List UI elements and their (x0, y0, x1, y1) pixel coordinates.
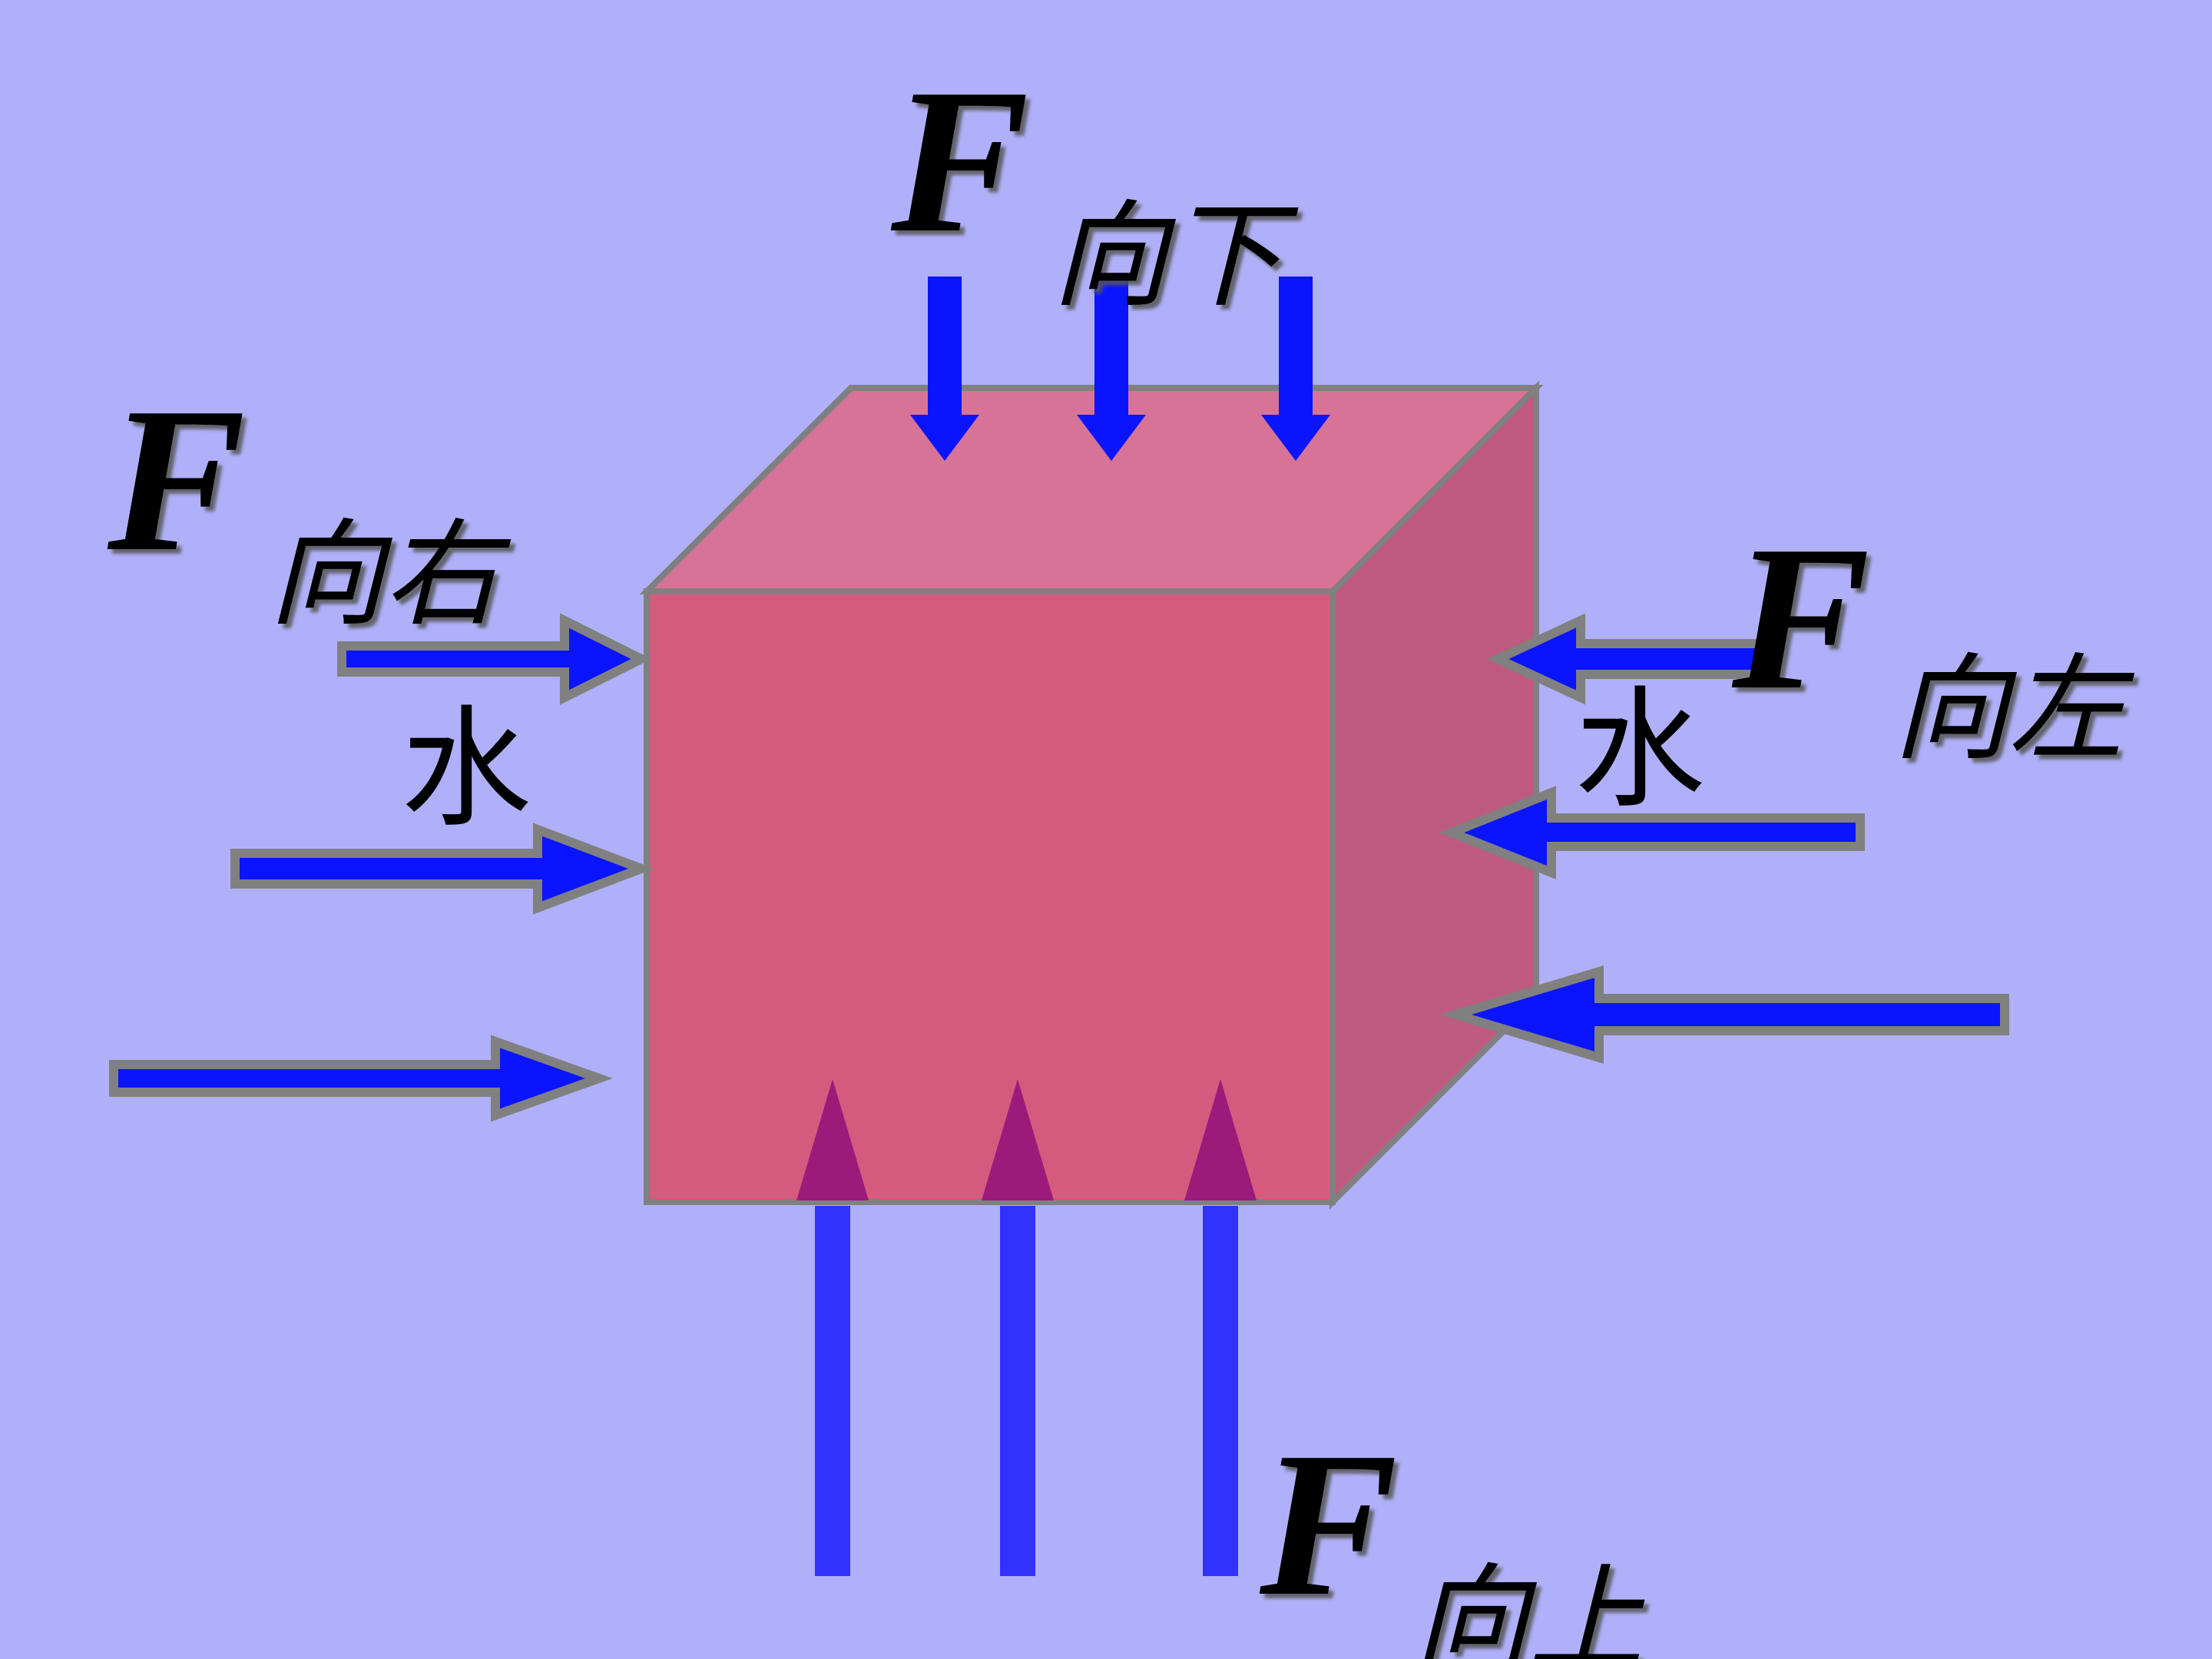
down-arrow-3 (1261, 276, 1330, 461)
rightward-arrows (109, 613, 654, 1122)
left-arrow-2 (1439, 786, 1865, 879)
down-arrow-2 (1077, 276, 1146, 461)
label-right: F 向右 (104, 365, 512, 642)
label-right-F: F (104, 365, 246, 594)
up-arrow-1-shaft (815, 1206, 850, 1576)
left-arrow-1 (1486, 613, 1779, 705)
upward-arrows (796, 1079, 1257, 1576)
right-arrow-1 (337, 613, 652, 705)
label-left: F 向左 (1729, 503, 2135, 777)
up-arrow-2-head (982, 1079, 1054, 1200)
label-up: F 向上 (1257, 1409, 1645, 1659)
label-left-sub: 向左 (1893, 643, 2135, 777)
up-arrow-3-shaft (1203, 1206, 1238, 1576)
label-down-sub: 向下 (1052, 190, 1299, 323)
label-up-F: F (1257, 1409, 1398, 1639)
cube (639, 380, 1544, 1210)
up-arrow-2-shaft (1000, 1206, 1035, 1576)
label-left-medium: 水 (1575, 674, 1705, 826)
up-arrow-1-head (796, 1079, 869, 1200)
label-down: F 向下 (888, 46, 1299, 323)
label-left-F: F (1729, 503, 1870, 733)
label-right-medium: 水 (401, 694, 531, 846)
label-right-sub: 向右 (269, 508, 512, 642)
up-arrow-3-head (1184, 1079, 1257, 1200)
label-down-F: F (888, 46, 1029, 276)
right-arrow-3 (109, 1035, 613, 1122)
left-arrow-3 (1439, 965, 2009, 1065)
label-up-sub: 向上 (1413, 1553, 1645, 1659)
right-arrow-2 (230, 823, 654, 915)
downward-arrows (910, 276, 1330, 461)
leftward-arrows (1439, 613, 2009, 1065)
down-arrow-1 (910, 276, 979, 461)
